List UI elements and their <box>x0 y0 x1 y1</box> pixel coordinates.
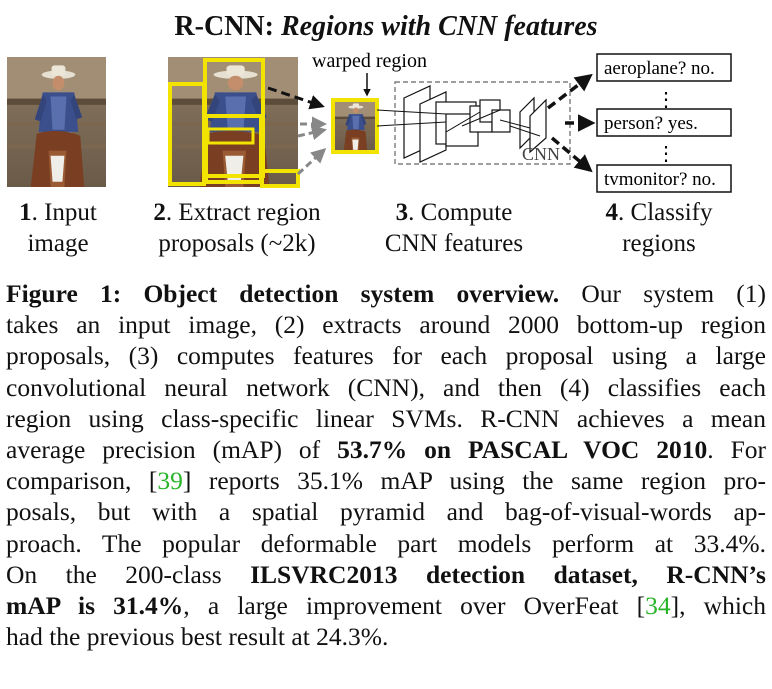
ellipsis-icon: ⋮ <box>656 89 676 111</box>
proposal-box <box>206 127 255 145</box>
citation-link[interactable]: 39 <box>157 466 183 496</box>
stage-3-label: 3. Compute CNN features <box>384 199 524 257</box>
caption-line: proach. The popular deformable part mode… <box>6 528 766 558</box>
figure-title: R-CNN: Regions with CNN features <box>0 11 772 43</box>
proposal-arrow <box>267 86 325 110</box>
cnn-label: CNN <box>522 144 560 164</box>
rcnn-pipeline-diagram: warped region CNN aeroplane? no. <box>7 50 732 193</box>
output-box-person: person? yes. <box>596 108 732 137</box>
ellipsis-icon: ⋮ <box>656 143 676 165</box>
proposal-arrow <box>296 147 327 176</box>
caption-line: convolutional neural network (CNN), and … <box>6 372 766 402</box>
caption-line: posals, but with a spatial pyramid and b… <box>6 497 766 527</box>
caption-line: proposals, (3) computes features for eac… <box>6 341 766 371</box>
citation-link[interactable]: 34 <box>645 591 671 621</box>
output-label: tvmonitor? no. <box>604 169 716 190</box>
title-italic: Regions with CNN features <box>280 11 598 42</box>
warped-region-image <box>331 98 379 154</box>
caption-line: average precision (mAP) of 53.7% on PASC… <box>6 435 766 465</box>
caption-line: mAP is 31.4%, a large improvement over O… <box>6 591 766 621</box>
proposal-box <box>204 114 263 184</box>
caption-line: had the previous best result at 24.3%. <box>6 622 389 652</box>
classify-arrow <box>550 136 593 173</box>
caption-line: On the 200-class ILSVRC2013 detection da… <box>6 559 766 589</box>
region-proposals-image <box>168 57 300 188</box>
title-lead: R-CNN: <box>174 11 281 42</box>
output-box-aeroplane: aeroplane? no. <box>596 53 732 82</box>
classify-arrow <box>546 73 593 110</box>
caption-line: region using class-specific linear SVMs.… <box>6 403 766 433</box>
figure-caption: Figure 1: Object detection system overvi… <box>6 278 766 652</box>
figure-label: Figure 1: <box>6 279 122 308</box>
output-label: person? yes. <box>604 113 698 134</box>
stage-1-label: 1. Input image <box>19 199 97 257</box>
cnn-block: CNN <box>376 81 571 165</box>
figure-heading: Object detection system overview. <box>143 279 560 308</box>
proposal-arrow <box>297 125 327 141</box>
output-label: aeroplane? no. <box>604 58 715 79</box>
output-box-tvmonitor: tvmonitor? no. <box>596 164 732 193</box>
input-image <box>7 57 106 187</box>
caption-line: Figure 1: Object detection system overvi… <box>6 279 767 308</box>
stage-2-label: 2. Extract region proposals (~2k) <box>153 199 321 257</box>
warped-region-label: warped region <box>312 50 427 72</box>
stage-4-label: 4. Classify regions <box>605 199 713 257</box>
caption-line: comparison, [39] reports 35.1% mAP using… <box>6 466 767 496</box>
caption-line: takes an input image, (2) extracts aroun… <box>6 310 766 340</box>
proposal-box <box>260 169 300 188</box>
